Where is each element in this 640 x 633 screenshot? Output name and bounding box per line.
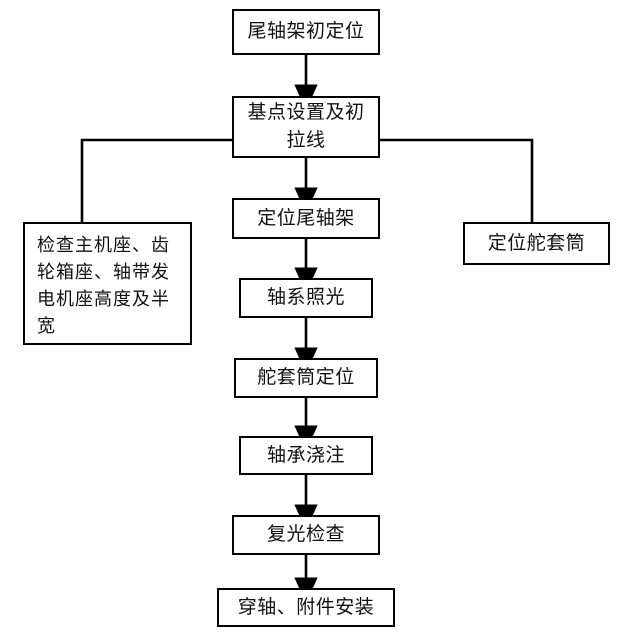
edge-n2-n4 bbox=[380, 138, 534, 222]
node-label: 定位舵套筒 bbox=[487, 231, 586, 254]
node-label: 穿轴、附件安装 bbox=[237, 595, 375, 618]
node-label: 基点设置及初 拉线 bbox=[247, 101, 365, 151]
node-re-sighting-inspection[interactable]: 复光检查 bbox=[232, 515, 380, 555]
node-bearing-casting[interactable]: 轴承浇注 bbox=[239, 436, 373, 475]
node-initial-positioning-stern-frame[interactable]: 尾轴架初定位 bbox=[232, 9, 380, 55]
node-label: 检查主机座、齿轮箱座、轴带发电机座高度及半宽 bbox=[37, 235, 170, 337]
node-label: 轴承浇注 bbox=[266, 443, 345, 466]
node-position-stern-frame[interactable]: 定位尾轴架 bbox=[232, 198, 380, 239]
node-label: 舵套筒定位 bbox=[257, 366, 355, 389]
node-label: 尾轴架初定位 bbox=[247, 20, 365, 43]
node-check-seat-heights-and-half-breadth[interactable]: 检查主机座、齿轮箱座、轴带发电机座高度及半宽 bbox=[23, 222, 192, 345]
node-datum-setup-and-initial-wire[interactable]: 基点设置及初 拉线 bbox=[232, 96, 380, 158]
node-position-rudder-sleeve[interactable]: 定位舵套筒 bbox=[463, 222, 610, 265]
node-label: 定位尾轴架 bbox=[257, 206, 355, 229]
node-label: 复光检查 bbox=[266, 523, 345, 546]
edge-n2-n3 bbox=[80, 138, 232, 222]
node-rudder-sleeve-positioning[interactable]: 舵套筒定位 bbox=[234, 358, 378, 398]
node-shaft-insertion-and-fittings[interactable]: 穿轴、附件安装 bbox=[217, 588, 395, 627]
node-shafting-optical-sighting[interactable]: 轴系照光 bbox=[239, 278, 373, 318]
node-label: 轴系照光 bbox=[266, 286, 345, 309]
